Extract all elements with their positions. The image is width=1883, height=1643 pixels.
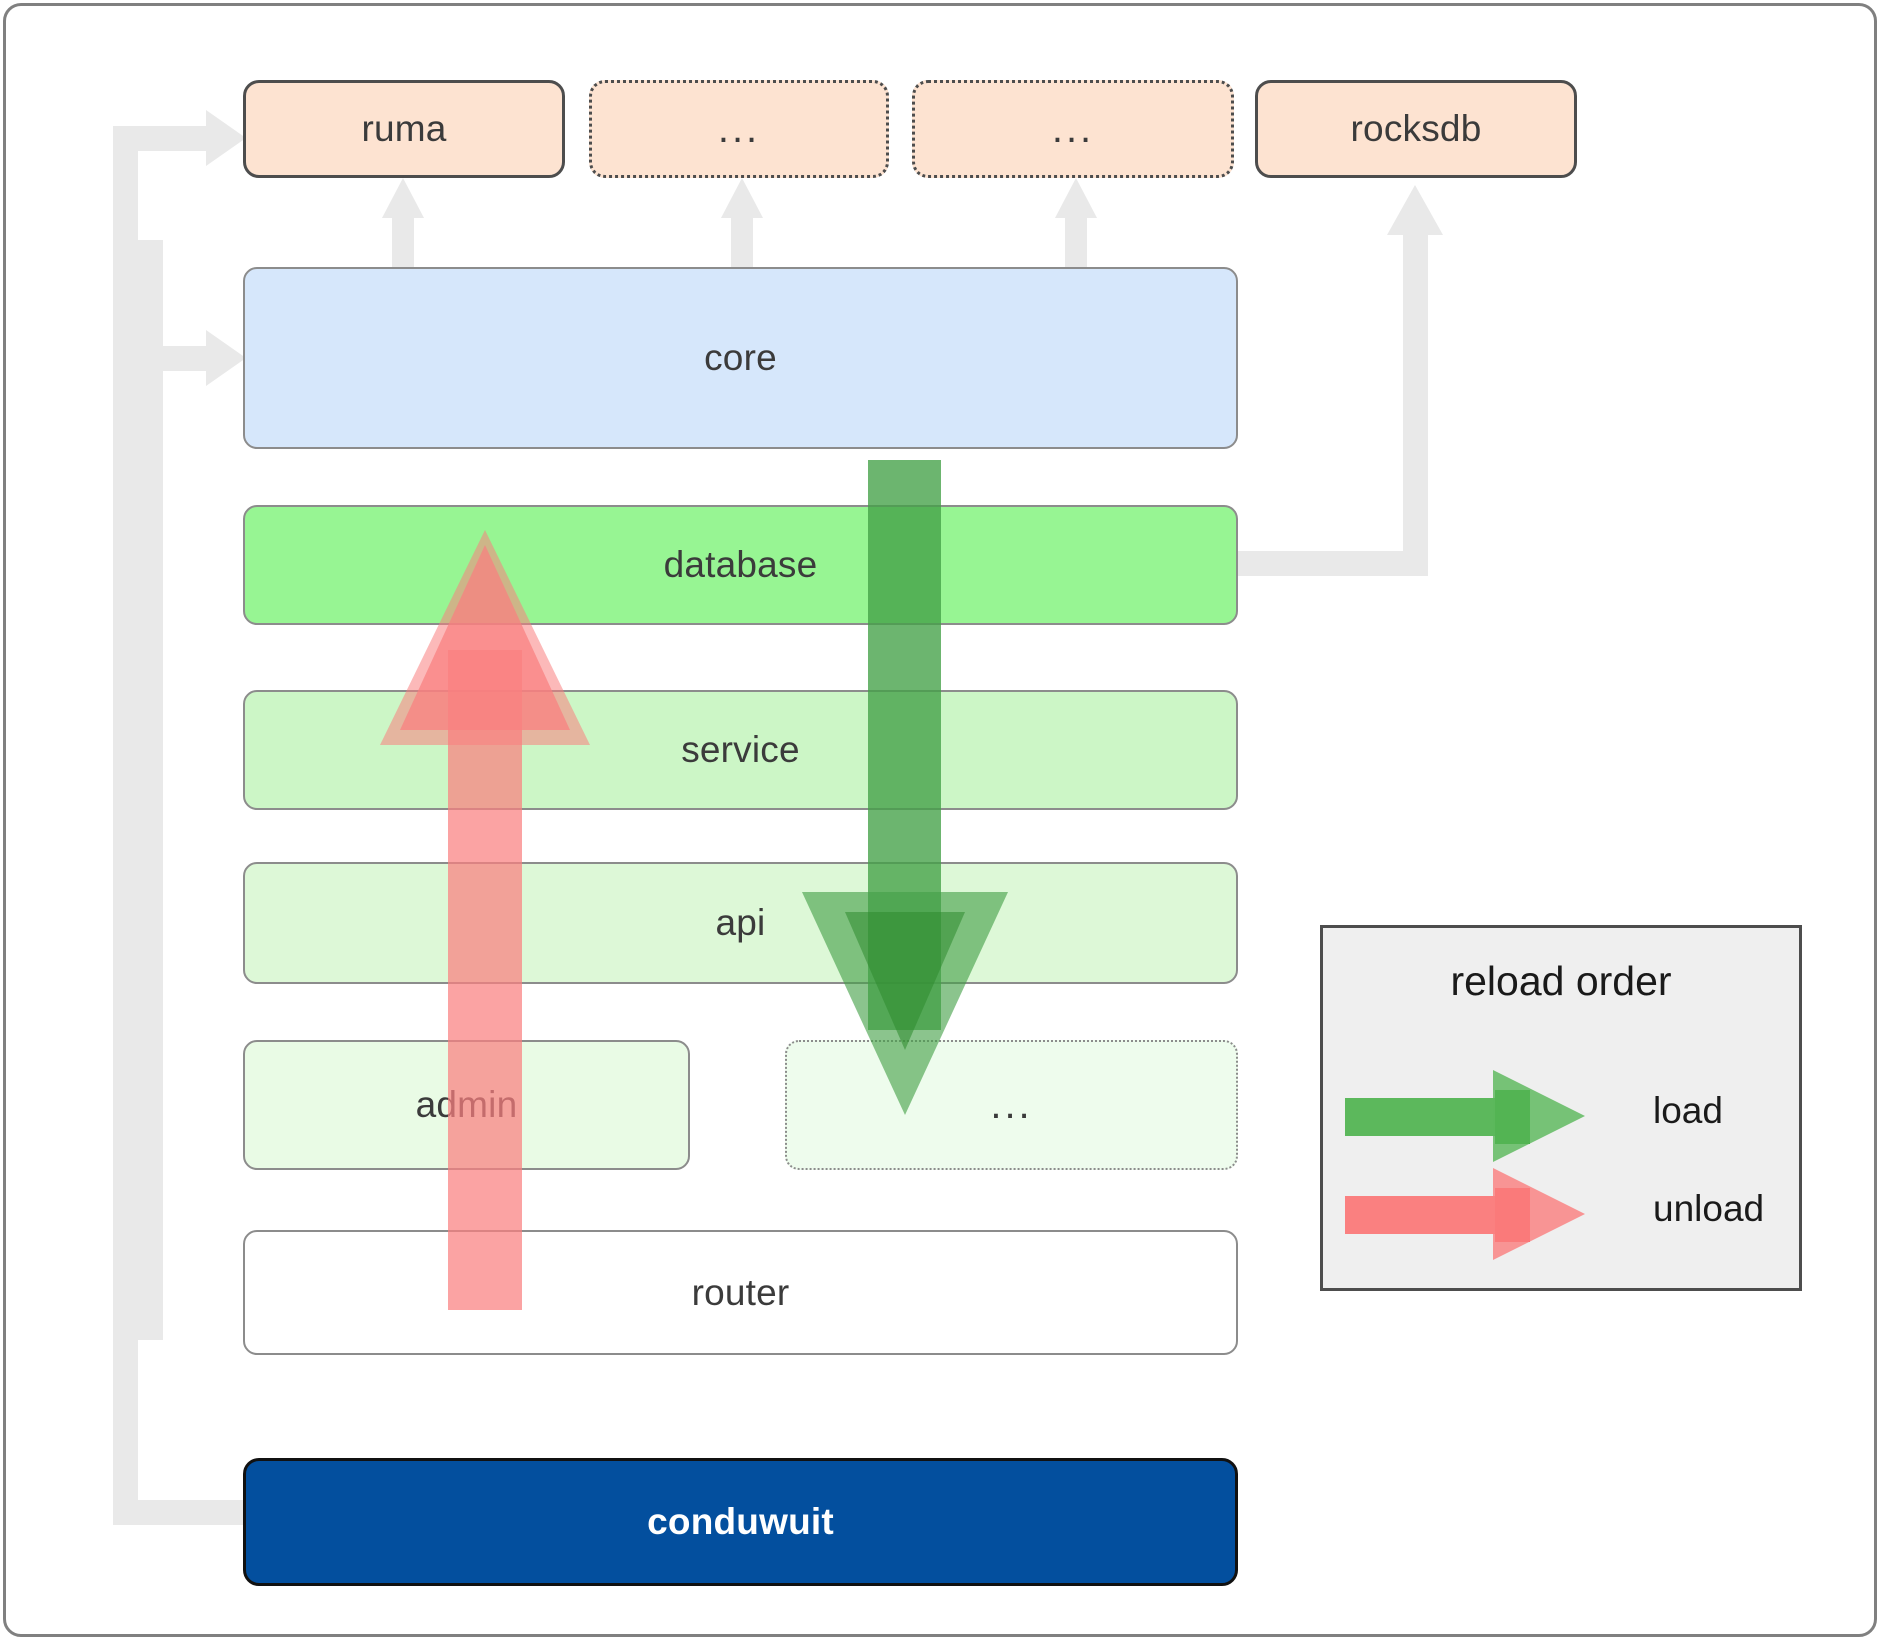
package-etc-2-label: ... xyxy=(1051,107,1095,151)
dependency-stub-ruma xyxy=(113,126,213,151)
dependency-core-to-etc2-stem xyxy=(1065,215,1087,270)
dependency-arrowhead-core xyxy=(206,330,246,386)
package-etc-1[interactable]: ... xyxy=(589,80,889,178)
package-etc-2[interactable]: ... xyxy=(912,80,1234,178)
layer-core[interactable]: core xyxy=(243,267,1238,449)
layer-api[interactable]: api xyxy=(243,862,1238,984)
unload-flow-arrow xyxy=(380,530,590,1310)
dependency-arrowhead-rocksdb xyxy=(1387,185,1443,235)
legend-title: reload order xyxy=(1450,958,1672,1004)
load-flow-arrow xyxy=(802,460,1008,1115)
layer-core-label: core xyxy=(704,337,777,378)
layer-database-label: database xyxy=(663,544,818,585)
legend-unload-label: unload xyxy=(1653,1188,1765,1229)
dependency-core-to-etc1-stem xyxy=(731,215,753,270)
package-etc-1-label: ... xyxy=(717,107,761,151)
layer-service-label: service xyxy=(681,729,800,770)
binary-conduwuit-label: conduwuit xyxy=(647,1501,834,1542)
package-rocksdb-label: rocksdb xyxy=(1350,108,1482,149)
package-ruma[interactable]: ruma xyxy=(243,80,565,178)
legend-load-arrow-icon xyxy=(1345,1070,1585,1162)
layer-api-label: api xyxy=(715,902,766,943)
dependency-branch-inner xyxy=(138,240,163,1340)
dependency-database-to-rocksdb-v xyxy=(1403,235,1428,575)
legend-load-label: load xyxy=(1653,1090,1723,1131)
package-rocksdb[interactable]: rocksdb xyxy=(1255,80,1577,178)
dependency-arrowhead-core-etc2 xyxy=(1055,178,1097,218)
dependency-core-to-ruma-stem xyxy=(392,215,414,270)
binary-conduwuit[interactable]: conduwuit xyxy=(243,1458,1238,1586)
dependency-arrowhead-ruma xyxy=(206,110,246,166)
layer-router[interactable]: router xyxy=(243,1230,1238,1355)
dependency-trunk-to-conduwuit xyxy=(113,1500,253,1525)
layer-router-label: router xyxy=(691,1271,790,1313)
legend-unload-arrow-icon xyxy=(1345,1168,1585,1260)
package-ruma-label: ruma xyxy=(361,108,447,149)
legend-panel: reload order load unload xyxy=(1320,925,1802,1291)
dependency-trunk-outer xyxy=(113,126,138,1525)
dependency-stub-core xyxy=(138,346,213,371)
layer-database[interactable]: database xyxy=(243,505,1238,625)
layer-etc[interactable]: ... xyxy=(785,1040,1238,1170)
dependency-arrowhead-core-etc1 xyxy=(721,178,763,218)
dependency-database-to-rocksdb-h xyxy=(1238,551,1428,576)
dependency-arrowhead-core-ruma xyxy=(382,178,424,218)
